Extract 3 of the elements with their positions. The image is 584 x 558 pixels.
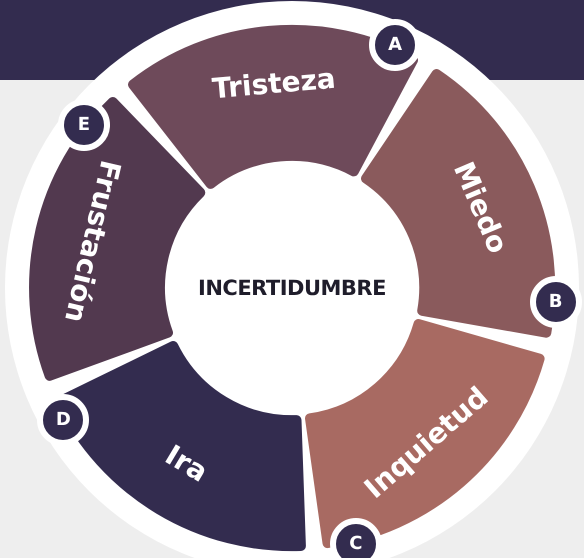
- segment-label: Ira: [160, 438, 214, 489]
- segment-label: Tristeza: [210, 62, 337, 106]
- center-label: INCERTIDUMBRE: [198, 276, 386, 300]
